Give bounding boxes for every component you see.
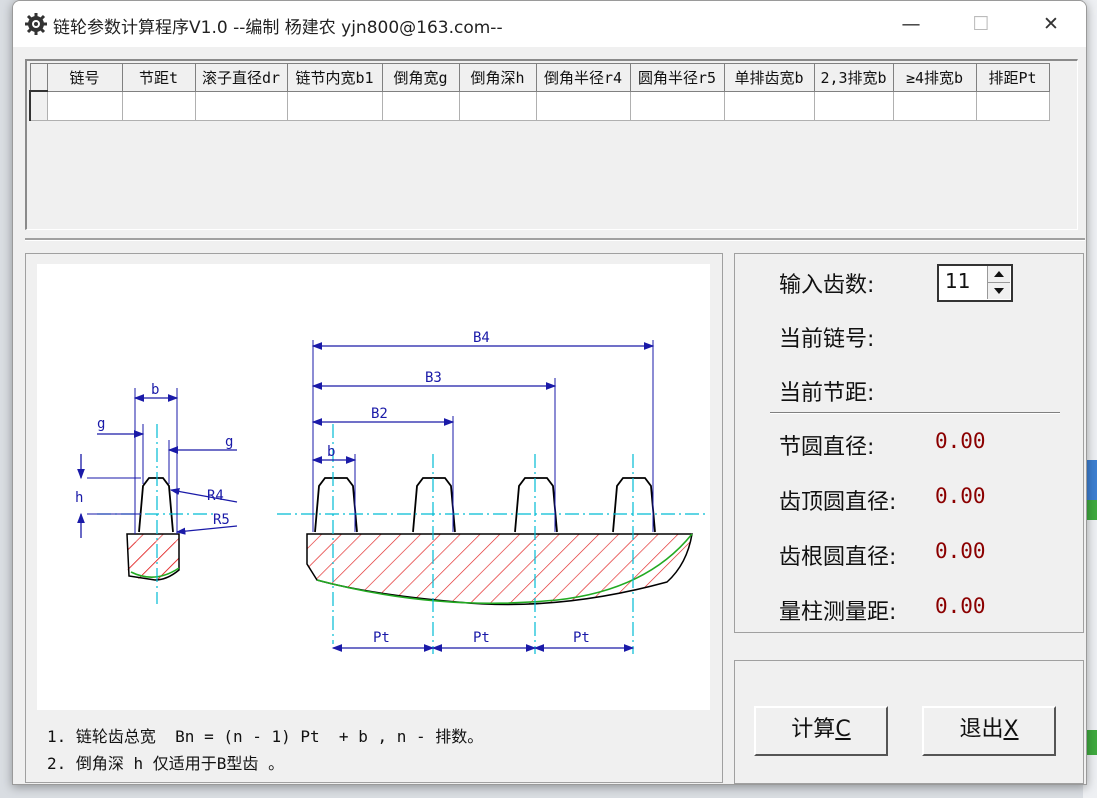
dim-label-pt-2: Pt — [473, 630, 490, 646]
section-divider — [770, 412, 1060, 414]
chain-data-grid[interactable]: 链号 节距t 滚子直径dr 链节内宽b1 倒角宽g 倒角深h 倒角半径r4 圆角… — [25, 59, 1078, 230]
window-title: 链轮参数计算程序V1.0 --编制 杨建农 yjn800@163.com-- — [53, 18, 503, 38]
table-cell[interactable] — [629, 90, 725, 121]
calculate-shortcut-key: C — [835, 717, 851, 742]
spin-down-button[interactable] — [987, 283, 1010, 299]
table-cell[interactable] — [194, 90, 288, 121]
column-header[interactable]: 链号 — [46, 63, 123, 92]
dim-label-h: h — [75, 490, 83, 506]
column-header[interactable]: ≥4排宽b — [892, 63, 977, 92]
table-cell[interactable] — [46, 90, 123, 121]
tip-circle-label: 齿顶圆直径: — [779, 490, 897, 515]
dim-label-b-right: b — [327, 444, 335, 460]
row-header[interactable] — [29, 90, 48, 121]
divider — [25, 238, 1085, 241]
note-line-1: 1. 链轮齿总宽 Bn = (n - 1) Pt + b , n - 排数。 — [47, 727, 484, 746]
teeth-count-spinner[interactable]: 11 — [937, 264, 1013, 302]
table-cell[interactable] — [381, 90, 460, 121]
action-panel — [734, 660, 1084, 784]
table-row[interactable] — [29, 90, 1050, 121]
exit-shortcut-key: X — [1003, 717, 1019, 742]
measure-distance-label: 量柱测量距: — [779, 600, 897, 625]
table-header-row: 链号 节距t 滚子直径dr 链节内宽b1 倒角宽g 倒角深h 倒角半径r4 圆角… — [29, 63, 1050, 92]
column-header[interactable]: 排距Pt — [975, 63, 1050, 92]
teeth-count-value[interactable]: 11 — [945, 269, 971, 293]
measure-distance-value: 0.00 — [935, 594, 986, 618]
column-header[interactable]: 滚子直径dr — [194, 63, 288, 92]
column-header[interactable]: 节距t — [121, 63, 196, 92]
column-header[interactable]: 倒角深h — [458, 63, 537, 92]
sprocket-tooth-diagram: b g g h R4 R5 — [37, 264, 710, 710]
column-header[interactable]: 单排齿宽b — [723, 63, 815, 92]
corner-header — [29, 63, 48, 92]
column-header[interactable]: 链节内宽b1 — [286, 63, 383, 92]
column-header[interactable]: 倒角宽g — [381, 63, 460, 92]
table-cell[interactable] — [458, 90, 537, 121]
dim-label-b-left: b — [151, 382, 159, 398]
column-header[interactable]: 2,3排宽b — [813, 63, 894, 92]
table-cell[interactable] — [975, 90, 1050, 121]
maximize-button[interactable]: ☐ — [972, 13, 990, 35]
dim-label-pt-1: Pt — [373, 630, 390, 646]
dim-label-pt-3: Pt — [573, 630, 590, 646]
calculate-button-label: 计算 — [791, 717, 836, 742]
arrow-up-icon — [994, 271, 1004, 277]
chain-number-label: 当前链号: — [779, 327, 875, 352]
table-cell[interactable] — [892, 90, 977, 121]
title-bar[interactable]: 链轮参数计算程序V1.0 --编制 杨建农 yjn800@163.com-- —… — [13, 1, 1086, 47]
gear-icon — [25, 13, 47, 35]
figure-frame — [25, 253, 723, 783]
dim-label-g-left: g — [97, 416, 105, 432]
exit-button[interactable]: 退出X — [922, 706, 1056, 756]
column-header[interactable]: 倒角半径r4 — [535, 63, 631, 92]
column-header[interactable]: 圆角半径r5 — [629, 63, 725, 92]
table-cell[interactable] — [723, 90, 815, 121]
minimize-button[interactable]: — — [901, 13, 921, 35]
main-window: 链轮参数计算程序V1.0 --编制 杨建农 yjn800@163.com-- —… — [12, 0, 1087, 785]
table-cell[interactable] — [535, 90, 631, 121]
dim-label-b3: B3 — [425, 370, 442, 386]
root-circle-label: 齿根圆直径: — [779, 545, 897, 570]
tooth-profile-drawing: b g g h R4 R5 — [75, 330, 707, 654]
note-line-2: 2. 倒角深 h 仅适用于B型齿 。 — [47, 754, 285, 773]
teeth-count-label: 输入齿数: — [779, 273, 875, 298]
dim-label-r5: R5 — [213, 512, 230, 528]
dim-label-b2: B2 — [371, 406, 388, 422]
exit-button-label: 退出 — [959, 717, 1004, 742]
root-circle-value: 0.00 — [935, 539, 986, 563]
table-cell[interactable] — [813, 90, 894, 121]
table-cell[interactable] — [121, 90, 196, 121]
arrow-down-icon — [994, 288, 1004, 294]
dim-label-g-right: g — [225, 434, 233, 450]
tip-circle-value: 0.00 — [935, 484, 986, 508]
table-cell[interactable] — [286, 90, 383, 121]
pitch-circle-value: 0.00 — [935, 429, 986, 453]
close-button[interactable]: ✕ — [1043, 13, 1059, 35]
pitch-label: 当前节距: — [779, 381, 875, 406]
dim-label-b4: B4 — [473, 330, 490, 346]
pitch-circle-label: 节圆直径: — [779, 435, 875, 460]
data-table[interactable]: 链号 节距t 滚子直径dr 链节内宽b1 倒角宽g 倒角深h 倒角半径r4 圆角… — [29, 63, 1050, 121]
parameter-panel — [734, 253, 1084, 633]
spin-up-button[interactable] — [987, 266, 1010, 283]
dim-label-r4: R4 — [207, 488, 224, 504]
calculate-button[interactable]: 计算C — [754, 706, 888, 756]
